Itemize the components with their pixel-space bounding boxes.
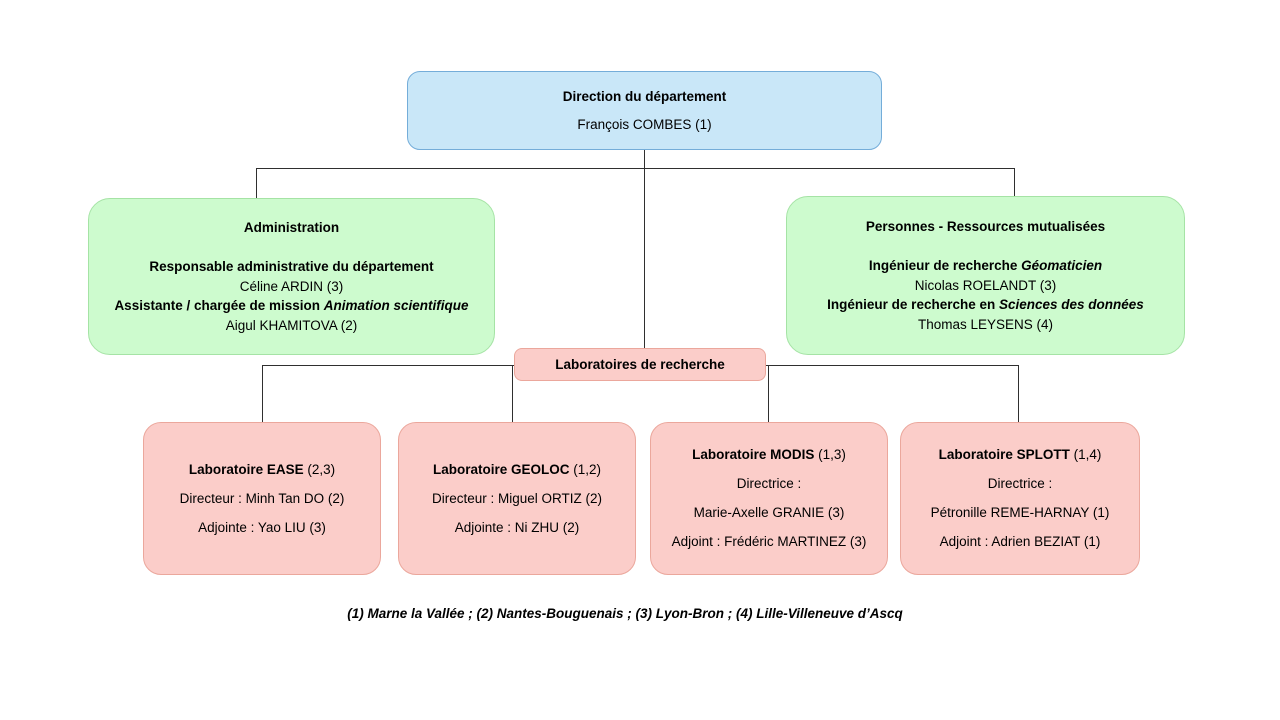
- node-laboratoire-ease: Laboratoire EASE (2,3) Directeur : Minh …: [143, 422, 381, 575]
- person-name: Céline ARDIN (3): [239, 278, 344, 294]
- connector-to-lab-ease: [262, 365, 263, 422]
- node-laboratoire-modis: Laboratoire MODIS (1,3) Directrice : Mar…: [650, 422, 888, 575]
- node-administration: Administration Responsable administrativ…: [88, 198, 495, 355]
- lab-director: Marie-Axelle GRANIE (3): [693, 505, 845, 520]
- node-title: Laboratoires de recherche: [555, 356, 725, 372]
- person-name: Aigul KHAMITOVA (2): [225, 317, 358, 333]
- lab-title: Laboratoire MODIS (1,3): [692, 447, 846, 462]
- site-legend: (1) Marne la Vallée ; (2) Nantes-Bouguen…: [347, 606, 903, 621]
- connector-to-lab-geoloc: [512, 365, 513, 422]
- lab-title: Laboratoire GEOLOC (1,2): [432, 461, 602, 477]
- lab-director: Pétronille REME-HARNAY (1): [930, 505, 1110, 520]
- role-title: Ingénieur de recherche Géomaticien: [868, 258, 1103, 273]
- connector-top-rail: [256, 168, 1015, 169]
- person-name: Nicolas ROELANDT (3): [914, 277, 1057, 293]
- person-name: François COMBES (1): [577, 116, 712, 132]
- lab-deputy: Adjointe : Yao LIU (3): [198, 519, 326, 535]
- role-title: Assistante / chargée de mission Animatio…: [114, 298, 469, 313]
- lab-director-label: Directrice :: [736, 476, 802, 491]
- connector-to-admin: [256, 168, 257, 198]
- role-title: Ingénieur de recherche en Sciences des d…: [827, 297, 1144, 312]
- person-name: Thomas LEYSENS (4): [917, 316, 1054, 332]
- connector-to-lab-splott: [1018, 365, 1019, 422]
- connector-to-lab-modis: [768, 365, 769, 422]
- lab-deputy: Adjointe : Ni ZHU (2): [454, 519, 580, 535]
- node-laboratoire-geoloc: Laboratoire GEOLOC (1,2) Directeur : Mig…: [398, 422, 636, 575]
- connector-to-resources: [1014, 168, 1015, 196]
- node-title: Direction du département: [562, 89, 727, 104]
- lab-deputy: Adjoint : Adrien BEZIAT (1): [939, 534, 1101, 549]
- node-title: Administration: [243, 220, 340, 235]
- connector-root-to-labs: [644, 150, 645, 348]
- lab-deputy: Adjoint : Frédéric MARTINEZ (3): [671, 534, 867, 549]
- node-laboratoires-de-recherche: Laboratoires de recherche: [514, 348, 766, 381]
- lab-title: Laboratoire EASE (2,3): [188, 461, 336, 477]
- node-laboratoire-splott: Laboratoire SPLOTT (1,4) Directrice : Pé…: [900, 422, 1140, 575]
- node-direction-departement: Direction du département François COMBES…: [407, 71, 882, 150]
- lab-title: Laboratoire SPLOTT (1,4): [938, 447, 1102, 462]
- node-title: Personnes - Ressources mutualisées: [865, 219, 1106, 234]
- node-personnes-ressources: Personnes - Ressources mutualisées Ingén…: [786, 196, 1185, 355]
- lab-director: Directeur : Miguel ORTIZ (2): [431, 490, 603, 506]
- lab-director: Directeur : Minh Tan DO (2): [179, 490, 345, 506]
- lab-director-label: Directrice :: [987, 476, 1053, 491]
- role-title: Responsable administrative du départemen…: [149, 259, 434, 274]
